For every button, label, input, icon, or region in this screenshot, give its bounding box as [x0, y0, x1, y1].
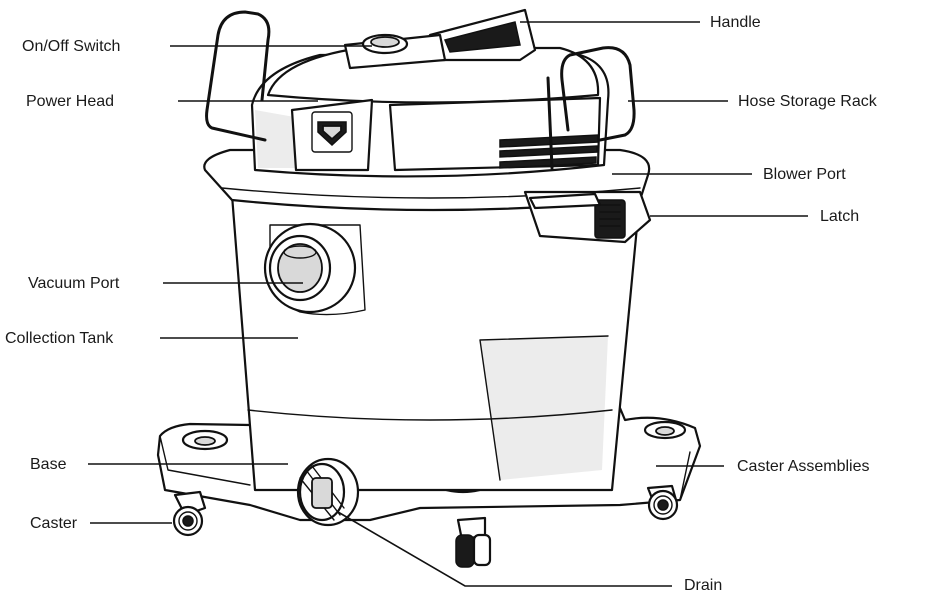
hose-rack-left: [205, 10, 271, 142]
label-on-off-switch: On/Off Switch: [22, 38, 120, 55]
label-power-head: Power Head: [26, 93, 114, 110]
latch-shape: [523, 190, 652, 244]
label-hose-storage-rack: Hose Storage Rack: [738, 93, 878, 110]
label-latch: Latch: [820, 208, 859, 225]
hose-rack-right: [560, 46, 636, 142]
drain-cap-shape: [296, 457, 360, 527]
on-off-switch-shape: [361, 33, 409, 55]
label-collection-tank: Collection Tank: [5, 330, 114, 347]
vacuum-illustration: [156, 8, 702, 568]
right-caster-wheel: [646, 484, 679, 521]
label-vacuum-port: Vacuum Port: [28, 275, 120, 292]
leader-lines: [88, 21, 808, 587]
label-caster: Caster: [30, 515, 78, 532]
label-base: Base: [30, 456, 67, 473]
label-caster-assemblies: Caster Assemblies: [737, 458, 870, 475]
labels: Handle On/Off Switch Power Head Hose Sto…: [5, 14, 878, 592]
label-drain: Drain: [684, 577, 722, 592]
vacuum-port-shape: [263, 222, 357, 314]
label-handle: Handle: [710, 14, 761, 31]
label-blower-port: Blower Port: [763, 166, 846, 183]
left-caster-wheel: [172, 490, 207, 537]
front-caster-wheel: [455, 516, 492, 568]
